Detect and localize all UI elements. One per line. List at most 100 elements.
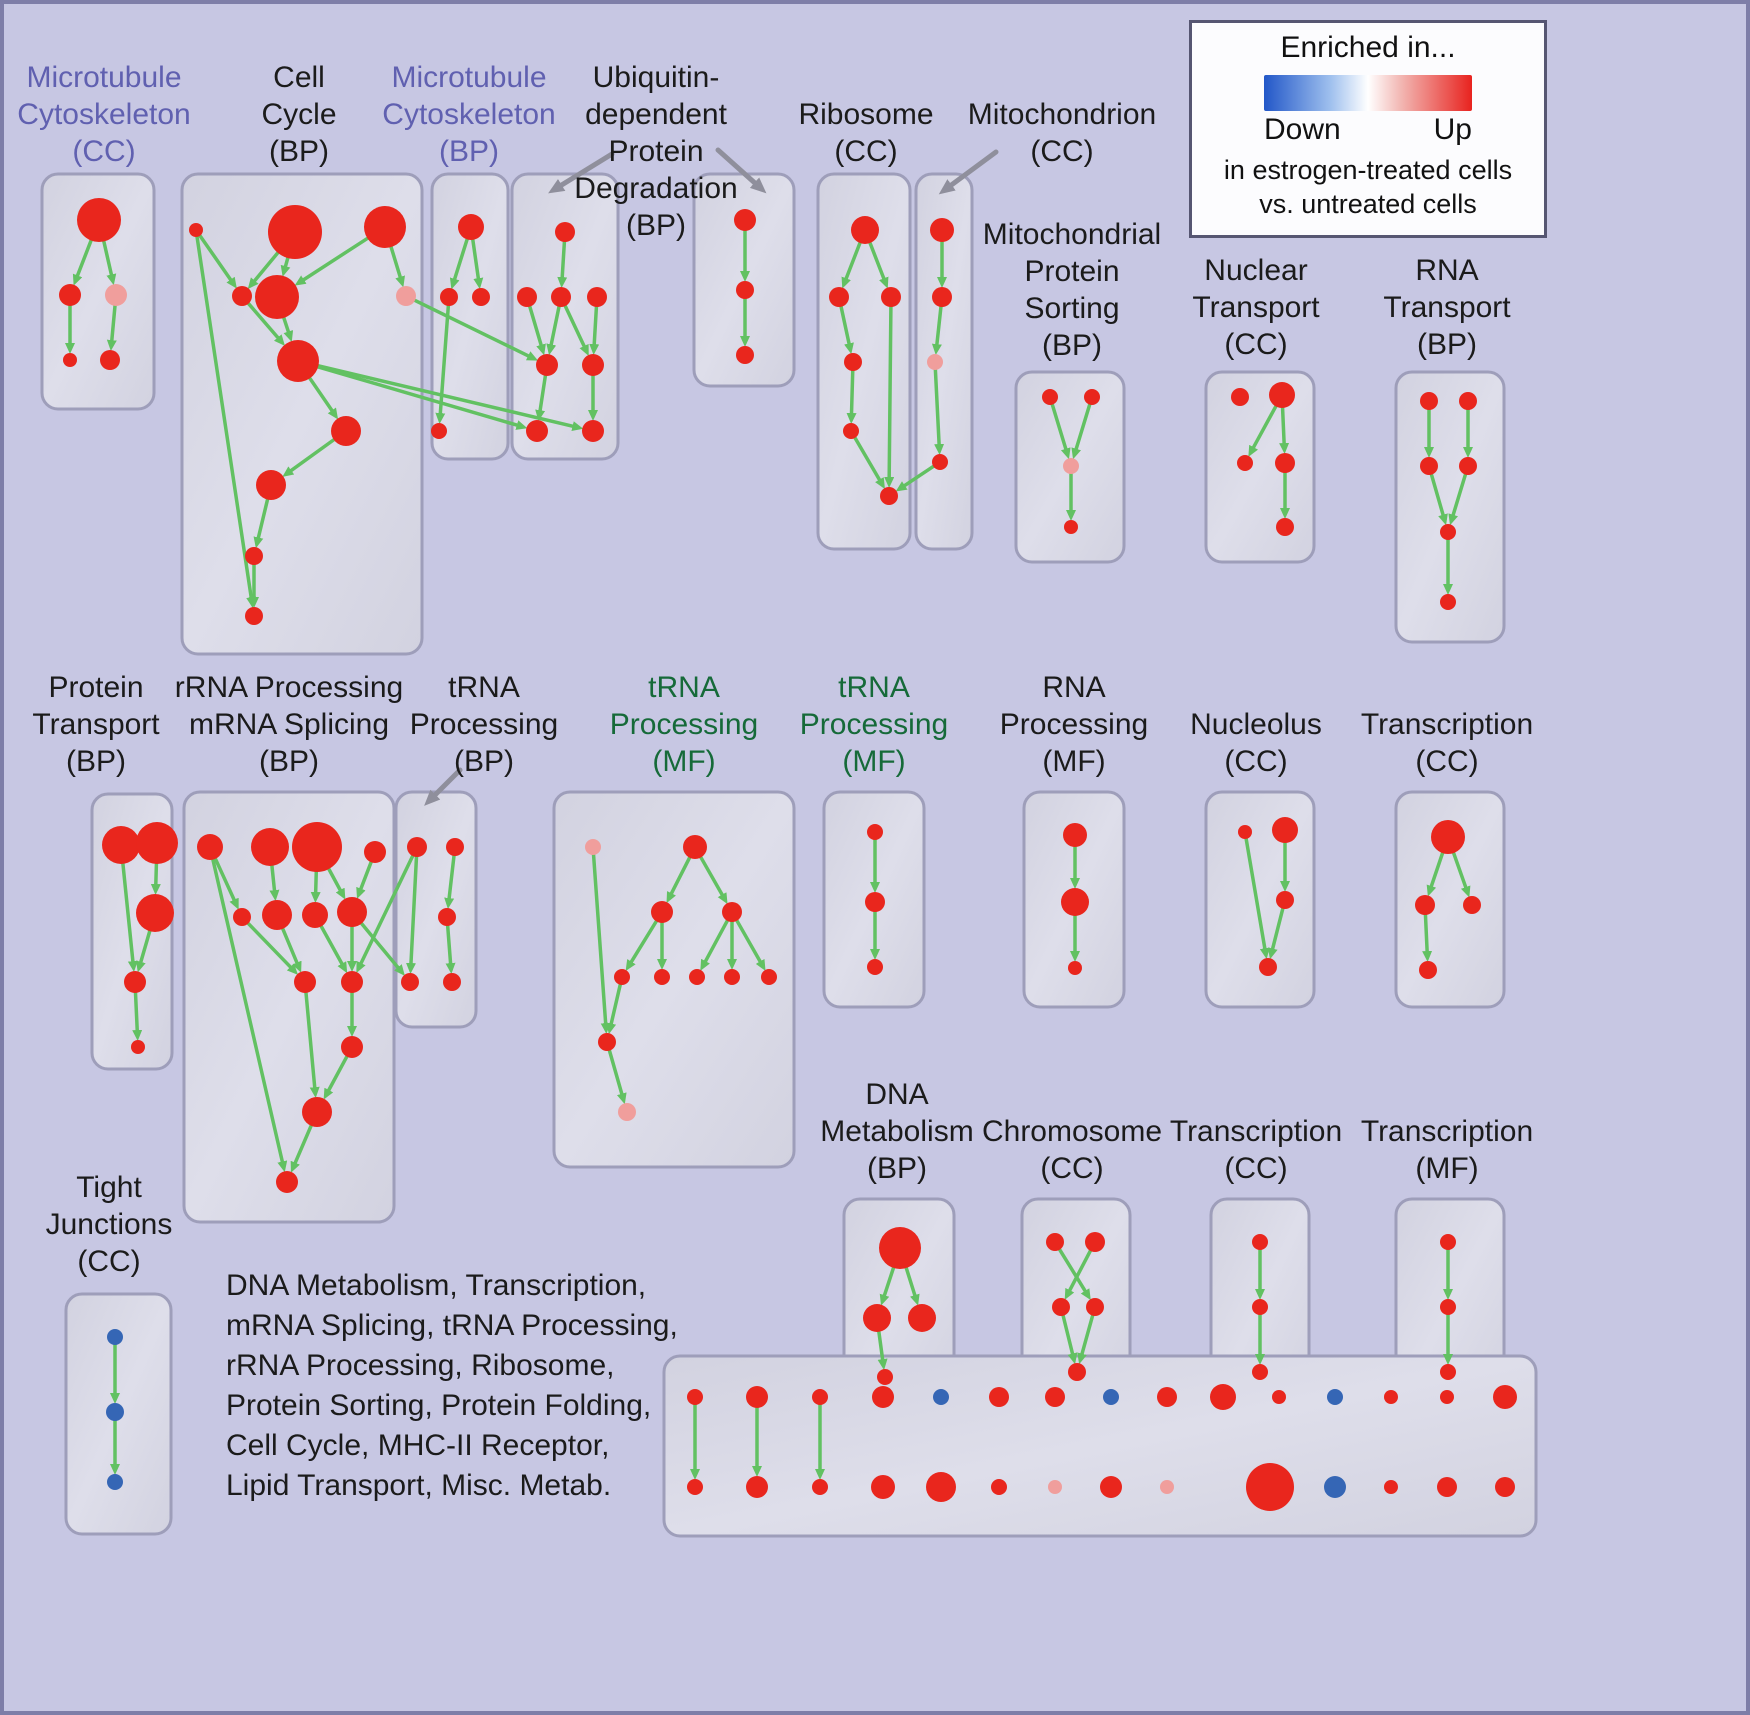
group-label-transcription-cc-mid: Transcription (CC) <box>1360 708 1534 778</box>
edge-l7-l10 <box>319 924 348 974</box>
gene-node-b8 <box>331 416 361 446</box>
network-diagram <box>40 147 1538 1538</box>
gene-node-l10 <box>341 971 363 993</box>
edge-f3-f6 <box>884 305 895 489</box>
edge-n4-n9 <box>735 918 766 971</box>
gene-node-z4 <box>872 1386 894 1408</box>
gene-node-v1 <box>1440 1234 1456 1250</box>
edge-b5-b7 <box>282 316 294 342</box>
edge-i2-i4 <box>1279 406 1290 455</box>
gene-node-d3 <box>551 287 571 307</box>
edge-q3-q4 <box>1267 906 1285 960</box>
gene-node-j1 <box>1420 392 1438 410</box>
gene-node-t4 <box>1086 1298 1104 1316</box>
group-label-transcription-mf: Transcription (MF) <box>1360 1115 1534 1185</box>
gene-node-k5 <box>131 1040 145 1054</box>
gene-node-y7 <box>1048 1480 1062 1494</box>
edge-a1-a2 <box>72 238 93 286</box>
gene-node-g2 <box>932 287 952 307</box>
gene-node-j6 <box>1440 594 1456 610</box>
gene-node-b4 <box>232 286 252 306</box>
gene-node-j4 <box>1459 457 1477 475</box>
gene-node-c3 <box>472 288 490 306</box>
gene-node-f4 <box>844 353 862 371</box>
gene-node-f5 <box>843 423 859 439</box>
edge-c1-c3 <box>471 238 484 290</box>
edge-k3-k4 <box>136 929 152 973</box>
edge-b3-b5 <box>294 236 370 286</box>
gene-node-f2 <box>829 287 849 307</box>
edge-b4-b7 <box>246 301 285 346</box>
gene-node-s4 <box>877 1369 893 1385</box>
gene-node-s2 <box>863 1304 891 1332</box>
edge-h2-h3 <box>1071 402 1092 460</box>
group-label-rrna-mrna: rRNA Processing mRNA Splicing (BP) <box>174 671 404 778</box>
edge-l3-l7 <box>310 870 321 904</box>
gene-node-a4 <box>63 353 77 367</box>
edge-l1-l5 <box>213 857 239 910</box>
gene-node-l5 <box>233 908 251 926</box>
legend-down-label: Down <box>1264 113 1341 146</box>
edge-m1-l10 <box>356 854 415 973</box>
gene-node-a2 <box>59 284 81 306</box>
gene-node-b5 <box>255 275 299 319</box>
gene-node-y14 <box>1495 1477 1515 1497</box>
edge-d2-d5 <box>528 304 546 356</box>
gene-node-t5 <box>1068 1363 1086 1381</box>
edge-s2-s4 <box>877 1330 888 1371</box>
gene-node-v2 <box>1440 1299 1456 1315</box>
label-pointer-1 <box>548 151 615 194</box>
gene-node-n9 <box>761 969 777 985</box>
gene-node-o3 <box>867 959 883 975</box>
edge-b8-b9 <box>282 438 336 477</box>
gene-node-z10 <box>1210 1384 1236 1410</box>
gene-node-d5 <box>536 354 558 376</box>
edge-m2-m3 <box>444 854 456 910</box>
gene-node-o1 <box>867 824 883 840</box>
edge-l11-l12 <box>323 1054 349 1100</box>
gene-node-r2 <box>1415 895 1435 915</box>
gene-node-b10 <box>245 547 263 565</box>
gene-node-r1 <box>1431 820 1465 854</box>
group-label-nucleolus: Nucleolus (CC) <box>1190 708 1322 778</box>
gene-node-d1 <box>555 222 575 242</box>
edge-d5-d7 <box>535 374 548 422</box>
gene-node-z11 <box>1272 1390 1286 1404</box>
gene-node-g3 <box>927 354 943 370</box>
gene-node-n4 <box>722 902 742 922</box>
gene-node-y5 <box>926 1472 956 1502</box>
gene-node-y13 <box>1437 1477 1457 1497</box>
gene-node-z15 <box>1493 1385 1517 1409</box>
gene-node-h2 <box>1084 389 1100 405</box>
gene-node-y3 <box>812 1479 828 1495</box>
gene-node-b1 <box>189 223 203 237</box>
gene-node-k3 <box>136 894 174 932</box>
edge-l2-l6 <box>269 864 280 902</box>
group-box-nucleolus <box>1204 790 1316 1009</box>
gene-node-l8 <box>337 897 367 927</box>
edge-r1-r3 <box>1451 851 1471 898</box>
group-label-transcription-cc-low: Transcription (CC) <box>1169 1115 1343 1185</box>
group-box-trna-bp <box>394 790 478 1029</box>
gene-node-n7 <box>689 969 705 985</box>
edge-b3-b6 <box>389 245 405 288</box>
gene-node-a1 <box>77 198 121 242</box>
gene-node-y4 <box>871 1475 895 1499</box>
gene-node-i2 <box>1269 382 1295 408</box>
gene-node-n8 <box>724 969 740 985</box>
gene-node-z5 <box>933 1389 949 1405</box>
gene-node-c2 <box>440 288 458 306</box>
edge-h1-h3 <box>1050 402 1071 460</box>
gene-node-e1 <box>734 209 756 231</box>
edge-f1-f2 <box>841 241 862 289</box>
gene-node-j2 <box>1459 392 1477 410</box>
gene-node-i4 <box>1275 453 1295 473</box>
group-label-tight-junctions: Tight Junctions (CC) <box>45 1171 173 1278</box>
gene-node-b6 <box>396 286 416 306</box>
gene-node-c4 <box>431 423 447 439</box>
gene-node-m1 <box>407 837 427 857</box>
group-box-mitochondrion <box>914 172 974 551</box>
gene-node-i3 <box>1237 455 1253 471</box>
gene-node-e3 <box>736 346 754 364</box>
